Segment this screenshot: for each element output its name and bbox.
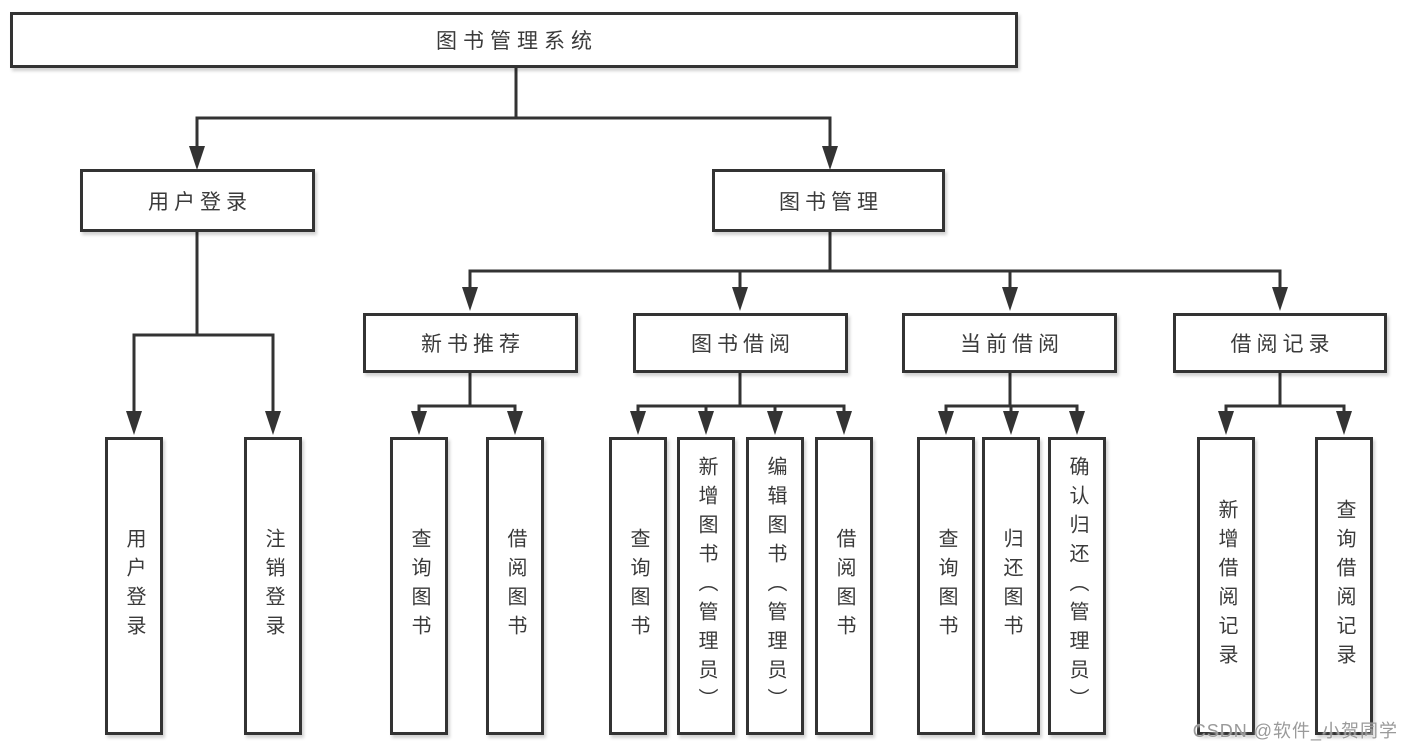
leaf-records-query: 查询借阅记录 [1315, 437, 1373, 735]
leaf-bookborrow-borrow: 借阅图书 [815, 437, 873, 735]
leaf-records-query-label: 查询借阅记录 [1333, 499, 1355, 673]
leaf-current-query: 查询图书 [917, 437, 975, 735]
node-new-books-label: 新书推荐 [421, 333, 525, 356]
watermark-text: CSDN @软件_小贺同学 [1192, 721, 1398, 741]
leaf-current-query-label: 查询图书 [935, 528, 957, 644]
node-book-borrow-label: 图书借阅 [691, 333, 795, 356]
leaf-bookborrow-query-label: 查询图书 [627, 528, 649, 644]
leaf-current-confirm: 确认归还（管理员） [1048, 437, 1106, 735]
leaf-logout-label: 注销登录 [262, 528, 284, 644]
node-user-login: 用户登录 [80, 169, 315, 232]
leaf-records-add-label: 新增借阅记录 [1215, 499, 1237, 673]
leaf-bookborrow-add-label: 新增图书（管理员） [695, 455, 717, 717]
node-book-mgmt: 图书管理 [712, 169, 945, 232]
leaf-records-add: 新增借阅记录 [1197, 437, 1255, 735]
node-new-books: 新书推荐 [363, 313, 578, 373]
leaf-newbooks-borrow-label: 借阅图书 [504, 528, 526, 644]
leaf-logout: 注销登录 [244, 437, 302, 735]
leaf-current-return-label: 归还图书 [1000, 528, 1022, 644]
node-current-borrow-label: 当前借阅 [960, 333, 1064, 356]
leaf-newbooks-borrow: 借阅图书 [486, 437, 544, 735]
leaf-user-login: 用户登录 [105, 437, 163, 735]
node-user-login-label: 用户登录 [148, 190, 252, 214]
node-book-mgmt-label: 图书管理 [779, 190, 883, 214]
leaf-bookborrow-edit: 编辑图书（管理员） [746, 437, 804, 735]
leaf-user-login-label: 用户登录 [123, 528, 145, 644]
node-book-borrow: 图书借阅 [633, 313, 848, 373]
node-root: 图书管理系统 [10, 12, 1018, 68]
leaf-newbooks-query-label: 查询图书 [408, 528, 430, 644]
node-borrow-records: 借阅记录 [1173, 313, 1387, 373]
leaf-current-confirm-label: 确认归还（管理员） [1066, 455, 1088, 717]
leaf-bookborrow-add: 新增图书（管理员） [677, 437, 735, 735]
leaf-bookborrow-query: 查询图书 [609, 437, 667, 735]
leaf-current-return: 归还图书 [982, 437, 1040, 735]
leaf-newbooks-query: 查询图书 [390, 437, 448, 735]
node-current-borrow: 当前借阅 [902, 313, 1117, 373]
node-root-label: 图书管理系统 [436, 30, 598, 53]
node-borrow-records-label: 借阅记录 [1230, 333, 1335, 356]
leaf-bookborrow-borrow-label: 借阅图书 [833, 528, 855, 644]
leaf-bookborrow-edit-label: 编辑图书（管理员） [764, 455, 786, 717]
